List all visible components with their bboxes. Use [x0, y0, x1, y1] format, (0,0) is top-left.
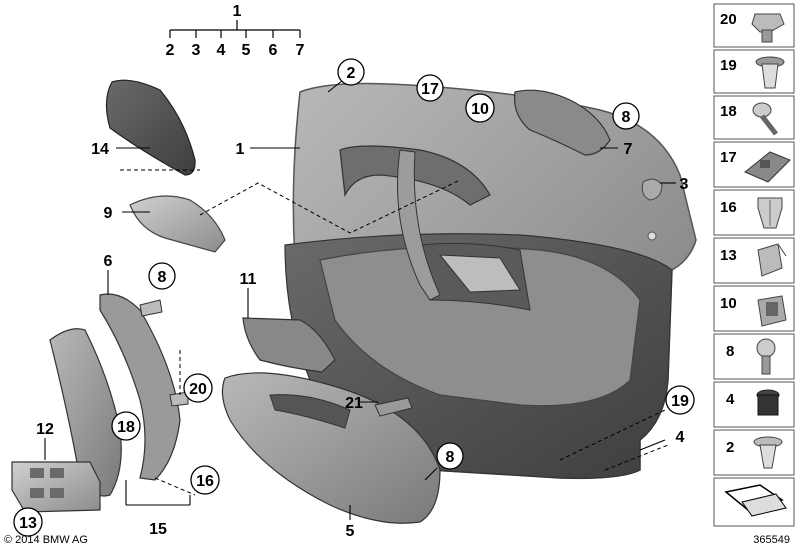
legend-number-18[interactable]: 18 [720, 103, 737, 120]
callout-3[interactable]: 3 [680, 176, 689, 193]
part-10-opener[interactable] [513, 89, 611, 156]
callout-3-top[interactable]: 3 [192, 42, 201, 59]
callout-7[interactable]: 7 [624, 141, 633, 158]
callout-4-top[interactable]: 4 [217, 42, 226, 59]
callout-12[interactable]: 12 [36, 421, 54, 438]
callout-2[interactable]: 2 [347, 65, 356, 82]
screw-icon [752, 102, 778, 136]
legend-number-16[interactable]: 16 [720, 199, 737, 216]
assembly-bracket [169, 20, 301, 38]
diagram-id: 365549 [753, 534, 790, 546]
legend-number-13[interactable]: 13 [720, 247, 737, 264]
legend-number-10[interactable]: 10 [720, 295, 737, 312]
callout-8-left[interactable]: 8 [158, 269, 167, 286]
plug-icon [756, 389, 780, 416]
legend-number-20[interactable]: 20 [720, 11, 737, 28]
legend-number-2[interactable]: 2 [726, 439, 734, 456]
callout-5-top[interactable]: 5 [242, 42, 251, 59]
legend-number-19[interactable]: 19 [720, 57, 737, 74]
callout-20[interactable]: 20 [189, 381, 207, 398]
part-9-bezel[interactable] [129, 195, 226, 253]
callout-circles [13, 58, 695, 537]
part-3-clip[interactable] [641, 178, 663, 201]
callout-9[interactable]: 9 [104, 205, 113, 222]
callout-13[interactable]: 13 [19, 515, 37, 532]
key-arrow-icon [724, 484, 787, 517]
push-clip-icon [753, 436, 783, 469]
callout-4[interactable]: 4 [676, 429, 685, 446]
callout-16[interactable]: 16 [196, 473, 214, 490]
expanding-rivet-icon [755, 56, 785, 89]
copyright-text: © 2014 BMW AG [4, 534, 88, 546]
bracket-clip-icon [744, 151, 791, 183]
callout-14[interactable]: 14 [91, 141, 109, 158]
leader-lines [44, 79, 676, 520]
callout-5[interactable]: 5 [346, 523, 355, 540]
callout-8-bottom[interactable]: 8 [446, 449, 455, 466]
part-15-handle-cover[interactable] [49, 328, 122, 497]
callout-8-top[interactable]: 8 [622, 109, 631, 126]
callout-19[interactable]: 19 [671, 393, 689, 410]
part-11-switch-panel[interactable] [242, 317, 336, 373]
callout-1[interactable]: 1 [236, 141, 245, 158]
dashed-leader-lines [120, 169, 669, 496]
callout-10[interactable]: 10 [471, 101, 489, 118]
retainer-clip-icon [757, 295, 787, 327]
callout-21[interactable]: 21 [345, 395, 363, 412]
parts-legend: 20 19 18 17 16 13 10 8 4 2 [713, 3, 795, 527]
part-6-trim[interactable] [99, 293, 181, 481]
torx-screw-icon [756, 338, 776, 375]
legend-number-17[interactable]: 17 [720, 149, 737, 166]
angled-clip-icon [757, 243, 787, 277]
legend-number-4[interactable]: 4 [726, 391, 735, 408]
callout-17[interactable]: 17 [421, 81, 439, 98]
callout-15[interactable]: 15 [149, 521, 167, 538]
callout-6-top[interactable]: 6 [269, 42, 278, 59]
callout-11[interactable]: 11 [240, 271, 257, 288]
callout-7-top[interactable]: 7 [296, 42, 305, 59]
legend-number-8[interactable]: 8 [726, 343, 734, 360]
spring-clip-icon [757, 197, 783, 229]
part-14-cover[interactable] [105, 79, 196, 176]
callout-2-top[interactable]: 2 [166, 42, 175, 59]
clip-nut-icon [751, 13, 785, 43]
part-21-clip[interactable] [374, 397, 413, 417]
callout-6[interactable]: 6 [104, 253, 113, 270]
callout-18[interactable]: 18 [117, 419, 135, 436]
callout-1-top[interactable]: 1 [233, 3, 242, 20]
